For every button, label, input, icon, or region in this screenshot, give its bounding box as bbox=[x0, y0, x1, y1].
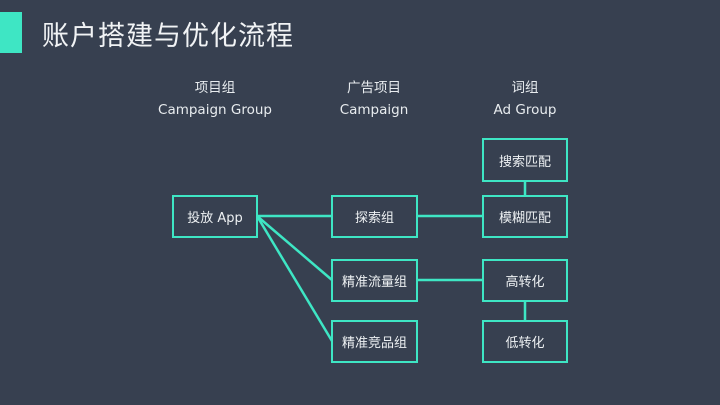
column-header-en: Campaign bbox=[339, 102, 409, 118]
column-header-campaign: 广告项目 Campaign bbox=[294, 77, 454, 121]
edge-app-traffic bbox=[256, 215, 333, 281]
node-low-conversion: 低转化 bbox=[482, 320, 568, 363]
column-header-ad-group: 词组 Ad Group bbox=[445, 77, 605, 121]
node-high-conversion: 高转化 bbox=[482, 259, 568, 302]
page-title: 账户搭建与优化流程 bbox=[42, 21, 294, 52]
node-search-match: 搜索匹配 bbox=[482, 138, 568, 182]
node-competitor: 精准竞品组 bbox=[331, 320, 418, 363]
column-header-cn: 词组 bbox=[511, 80, 539, 96]
column-header-en: Ad Group bbox=[493, 102, 557, 118]
column-header-cn: 广告项目 bbox=[347, 80, 401, 96]
node-traffic: 精准流量组 bbox=[331, 259, 418, 302]
node-fuzzy-match: 模糊匹配 bbox=[482, 195, 568, 238]
title-accent-bar bbox=[0, 12, 22, 53]
node-app: 投放 App bbox=[172, 195, 258, 238]
node-explore: 探索组 bbox=[331, 195, 418, 238]
edge-app-competitor bbox=[255, 215, 334, 342]
column-header-campaign-group: 项目组 Campaign Group bbox=[135, 77, 295, 121]
column-header-cn: 项目组 bbox=[194, 80, 236, 96]
column-header-en: Campaign Group bbox=[158, 102, 272, 118]
